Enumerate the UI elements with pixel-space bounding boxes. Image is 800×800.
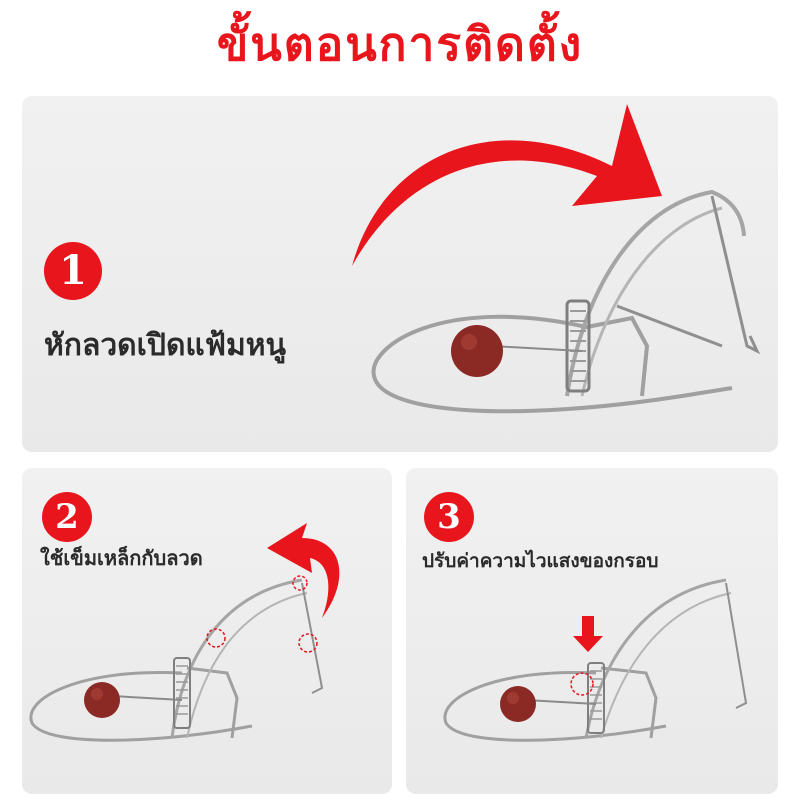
step-label: ปรับค่าความไวแสงของกรอบ (422, 550, 659, 572)
bait-ball (500, 686, 536, 722)
dashed-circle-marker (206, 628, 226, 648)
dashed-circle-marker (298, 633, 318, 653)
dashed-circle-marker (292, 575, 308, 591)
trap-illustration-3 (443, 578, 748, 742)
step-number-badge: 2 (42, 492, 92, 542)
bait-ball (451, 325, 503, 377)
step-panel-2: 2 ใช้เข็มเหล็กกับลวด (22, 468, 392, 794)
page-title: ขั้นตอนการติดตั้ง (216, 17, 584, 71)
curved-arrow-icon (352, 104, 662, 266)
curved-arrow-icon (267, 523, 340, 618)
step-label: ใช้เข็มเหล็กกับลวด (40, 546, 203, 570)
step-number-badge: 3 (424, 492, 474, 542)
trap-illustration-2 (29, 523, 340, 742)
bait-ball (84, 682, 120, 718)
step-label: หักลวดเปิดแฟ้มหนู (44, 328, 287, 363)
step-number-badge: 1 (44, 242, 102, 300)
trap-illustration-1 (352, 104, 761, 414)
dashed-circle-marker (570, 672, 594, 696)
step-panel-1: 1 หักลวดเปิดแฟ้มหนู (22, 96, 778, 452)
step-panel-3: 3 ปรับค่าความไวแสงของกรอบ (406, 468, 778, 794)
down-arrow-icon (573, 616, 603, 652)
